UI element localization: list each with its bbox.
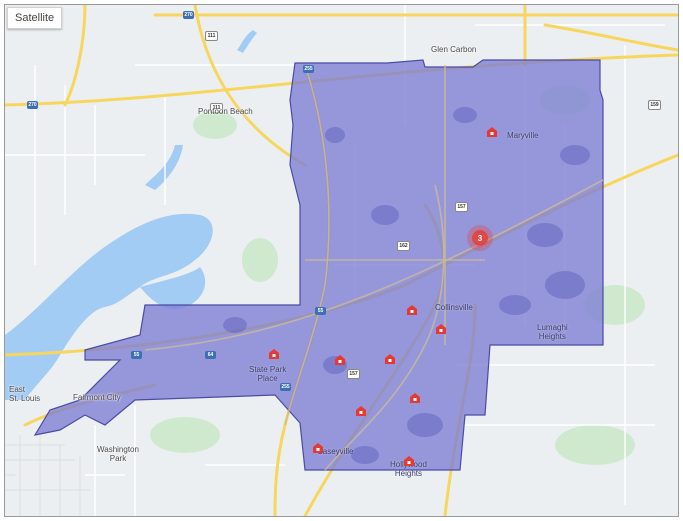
collinsville-pin[interactable] bbox=[435, 323, 447, 335]
map-type-satellite-button[interactable]: Satellite bbox=[7, 7, 63, 29]
interstate-55-shield: 55 bbox=[315, 307, 326, 315]
label-maryville: Maryville bbox=[507, 131, 539, 140]
state-park-place-pin[interactable] bbox=[268, 348, 280, 360]
caseyville-east-pin[interactable] bbox=[355, 405, 367, 417]
label-pontoon-beach: Pontoon Beach bbox=[198, 107, 253, 116]
cluster-count: 3 bbox=[472, 230, 488, 246]
interstate-255-south-shield: 255 bbox=[280, 383, 291, 391]
label-lumaghi-heights: Lumaghi Heights bbox=[537, 323, 568, 341]
urban-grid bbox=[5, 435, 90, 516]
map-container[interactable]: Satellite 270 270 111 111 255 157 162 55… bbox=[4, 4, 679, 517]
interstate-55-west-shield: 55 bbox=[131, 351, 142, 359]
route-157-south-shield: 157 bbox=[347, 369, 360, 379]
marker-cluster[interactable]: 3 bbox=[467, 225, 493, 251]
route-159-shield: 159 bbox=[648, 100, 661, 110]
label-washington-park: Washington Park bbox=[97, 445, 139, 463]
label-fairmont-city: Fairmont City bbox=[73, 393, 121, 402]
service-area-boundary bbox=[33, 59, 604, 471]
label-collinsville: Collinsville bbox=[435, 303, 473, 312]
interstate-270-shield: 270 bbox=[183, 11, 194, 19]
collinsville-north-pin[interactable] bbox=[406, 304, 418, 316]
map-canvas[interactable] bbox=[5, 5, 678, 516]
route-162-shield: 162 bbox=[397, 241, 410, 251]
collinsville-south-pin[interactable] bbox=[409, 392, 421, 404]
interstate-64-shield: 64 bbox=[205, 351, 216, 359]
maryville-pin[interactable] bbox=[486, 126, 498, 138]
hollywood-heights-pin[interactable] bbox=[403, 455, 415, 467]
interior-roads bbox=[144, 64, 604, 471]
i55-pin[interactable] bbox=[334, 354, 346, 366]
route-157-shield: 157 bbox=[455, 202, 468, 212]
interstate-255-shield: 255 bbox=[303, 65, 314, 73]
route-111-south-shield: 111 bbox=[210, 103, 223, 113]
interstate-270-west-shield: 270 bbox=[27, 101, 38, 109]
boundary-texture bbox=[223, 107, 590, 464]
label-state-park-place: State Park Place bbox=[249, 365, 287, 383]
collinsville-west-pin[interactable] bbox=[384, 353, 396, 365]
label-east-st-louis: East St. Louis bbox=[9, 385, 41, 403]
label-glen-carbon: Glen Carbon bbox=[431, 45, 477, 54]
label-caseyville: Caseyville bbox=[317, 447, 354, 456]
caseyville-pin[interactable] bbox=[312, 442, 324, 454]
route-111-shield: 111 bbox=[205, 31, 218, 41]
